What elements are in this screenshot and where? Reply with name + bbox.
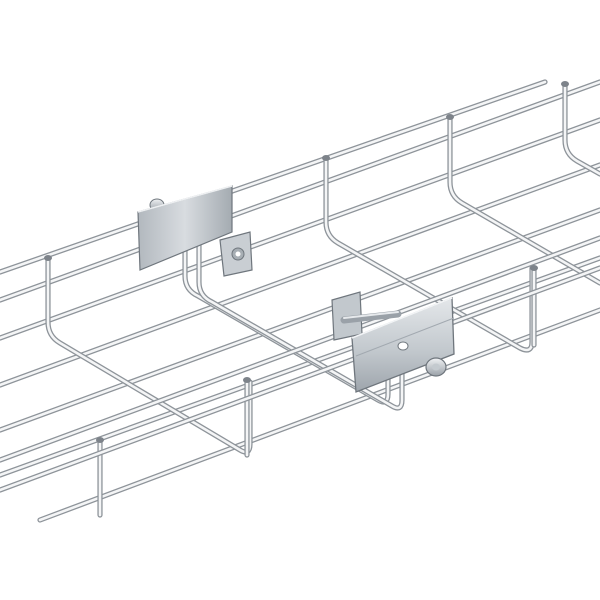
back-coupler-plate — [137, 185, 233, 271]
front-coupler-assembly — [331, 291, 455, 393]
front-wall-longitudinal-wires — [0, 235, 600, 493]
nut-clip — [219, 231, 253, 277]
transverse-u-wires — [45, 81, 600, 518]
back-wall-longitudinal-wires — [0, 79, 600, 341]
wire-end-caps — [44, 81, 569, 443]
